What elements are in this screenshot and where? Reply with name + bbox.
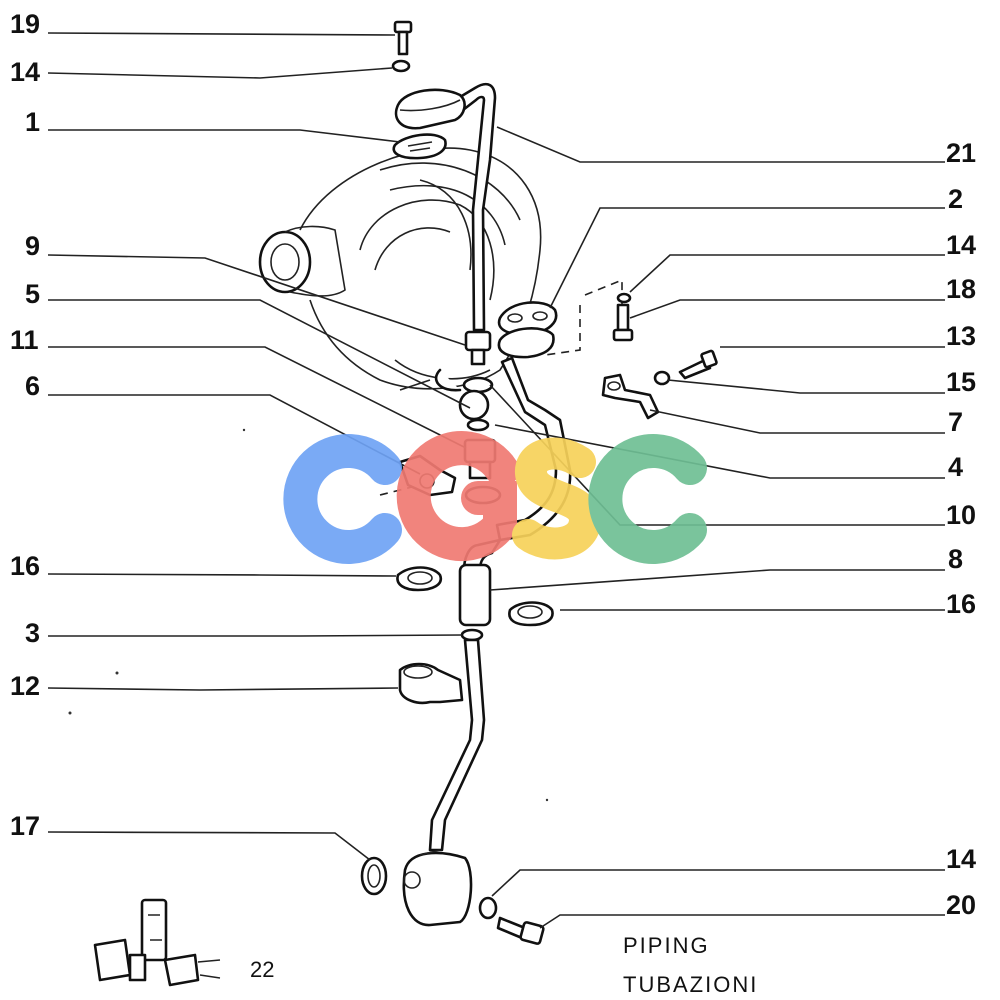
caption-tubazioni: TUBAZIONI <box>623 972 758 997</box>
callout-19: 19 <box>10 9 40 39</box>
watermark <box>283 431 707 564</box>
watermark-letter-c2 <box>588 434 707 564</box>
callout-labels-right: 21 2 14 18 13 15 7 4 10 8 16 14 20 <box>946 138 976 920</box>
callout-14-top: 14 <box>10 57 40 87</box>
callout-8: 8 <box>948 544 963 574</box>
top-bolt-and-washer <box>391 20 413 73</box>
lower-oil-pipe <box>360 628 545 945</box>
callout-11: 11 <box>10 325 39 355</box>
callout-16-left: 16 <box>10 551 40 581</box>
inset-part-22 <box>93 898 221 987</box>
callout-13: 13 <box>946 321 976 351</box>
upper-oil-pipe <box>392 82 497 332</box>
callout-9: 9 <box>25 231 40 261</box>
callout-14-bottom: 14 <box>946 844 976 874</box>
callout-labels-left: 19 14 1 9 5 11 6 16 3 12 17 <box>10 9 40 841</box>
watermark-letter-g <box>396 431 519 562</box>
leader-lines <box>47 32 945 929</box>
callout-6: 6 <box>25 371 40 401</box>
scan-speck <box>545 798 549 802</box>
callout-3: 3 <box>25 618 40 648</box>
watermark-letter-c <box>283 434 402 564</box>
callout-5: 5 <box>25 279 40 309</box>
scan-speck <box>68 711 72 715</box>
callout-21: 21 <box>946 138 976 168</box>
watermark-letter-s <box>512 437 602 560</box>
scan-speck <box>115 671 119 675</box>
caption: PIPING TUBAZIONI <box>623 933 758 997</box>
callout-1: 1 <box>25 107 40 137</box>
callout-7: 7 <box>948 407 963 437</box>
turbocharger-housing <box>258 147 623 496</box>
callout-18: 18 <box>946 274 976 304</box>
callout-17: 17 <box>10 811 40 841</box>
callout-4: 4 <box>948 452 963 482</box>
callout-2: 2 <box>948 184 963 214</box>
caption-piping: PIPING <box>623 933 710 958</box>
callout-12: 12 <box>10 671 40 701</box>
callout-15: 15 <box>946 367 976 397</box>
inset-label-22: 22 <box>250 957 274 982</box>
clamps-and-brackets <box>396 292 718 705</box>
callout-10: 10 <box>946 500 976 530</box>
scan-speck <box>242 428 246 432</box>
callout-20: 20 <box>946 890 976 920</box>
callout-14-mid: 14 <box>946 230 976 260</box>
callout-16-right: 16 <box>946 589 976 619</box>
